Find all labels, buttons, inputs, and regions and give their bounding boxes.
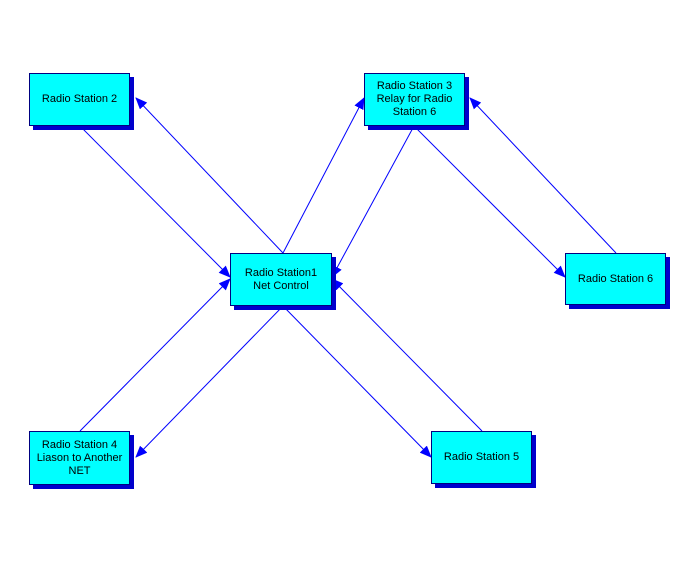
node-radio-station-5[interactable]: Radio Station 5 [431, 431, 532, 484]
edge-rs5-to-rs1 [331, 278, 483, 432]
edge-rs2-to-rs1 [79, 125, 231, 278]
edge-rs4-to-rs1 [79, 278, 231, 432]
edge-rs3-to-rs6 [413, 125, 566, 278]
node-label: Radio Station 4 Liason to Another NET [36, 438, 123, 477]
node-radio-station-1[interactable]: Radio Station1 Net Control [230, 253, 332, 306]
node-label: Radio Station 5 [443, 451, 520, 463]
node-label: Radio Station1 Net Control [244, 266, 318, 292]
node-radio-station-2[interactable]: Radio Station 2 [29, 73, 130, 126]
edge-rs1-to-rs3 [282, 97, 365, 254]
node-label: Radio Station 6 [577, 272, 654, 285]
node-label: Radio Station 3 Relay for Radio Station … [376, 80, 453, 118]
edge-rs1-to-rs4 [135, 305, 284, 458]
node-radio-station-3[interactable]: Radio Station 3 Relay for Radio Station … [364, 73, 465, 126]
edge-rs6-to-rs3 [469, 97, 617, 254]
edge-rs1-to-rs2 [135, 97, 284, 254]
edge-rs3-to-rs1 [331, 125, 415, 278]
edge-rs1-to-rs5 [282, 305, 432, 458]
node-radio-station-6[interactable]: Radio Station 6 [565, 253, 666, 305]
node-label: Radio Station 2 [41, 93, 118, 105]
node-radio-station-4[interactable]: Radio Station 4 Liason to Another NET [29, 431, 130, 485]
